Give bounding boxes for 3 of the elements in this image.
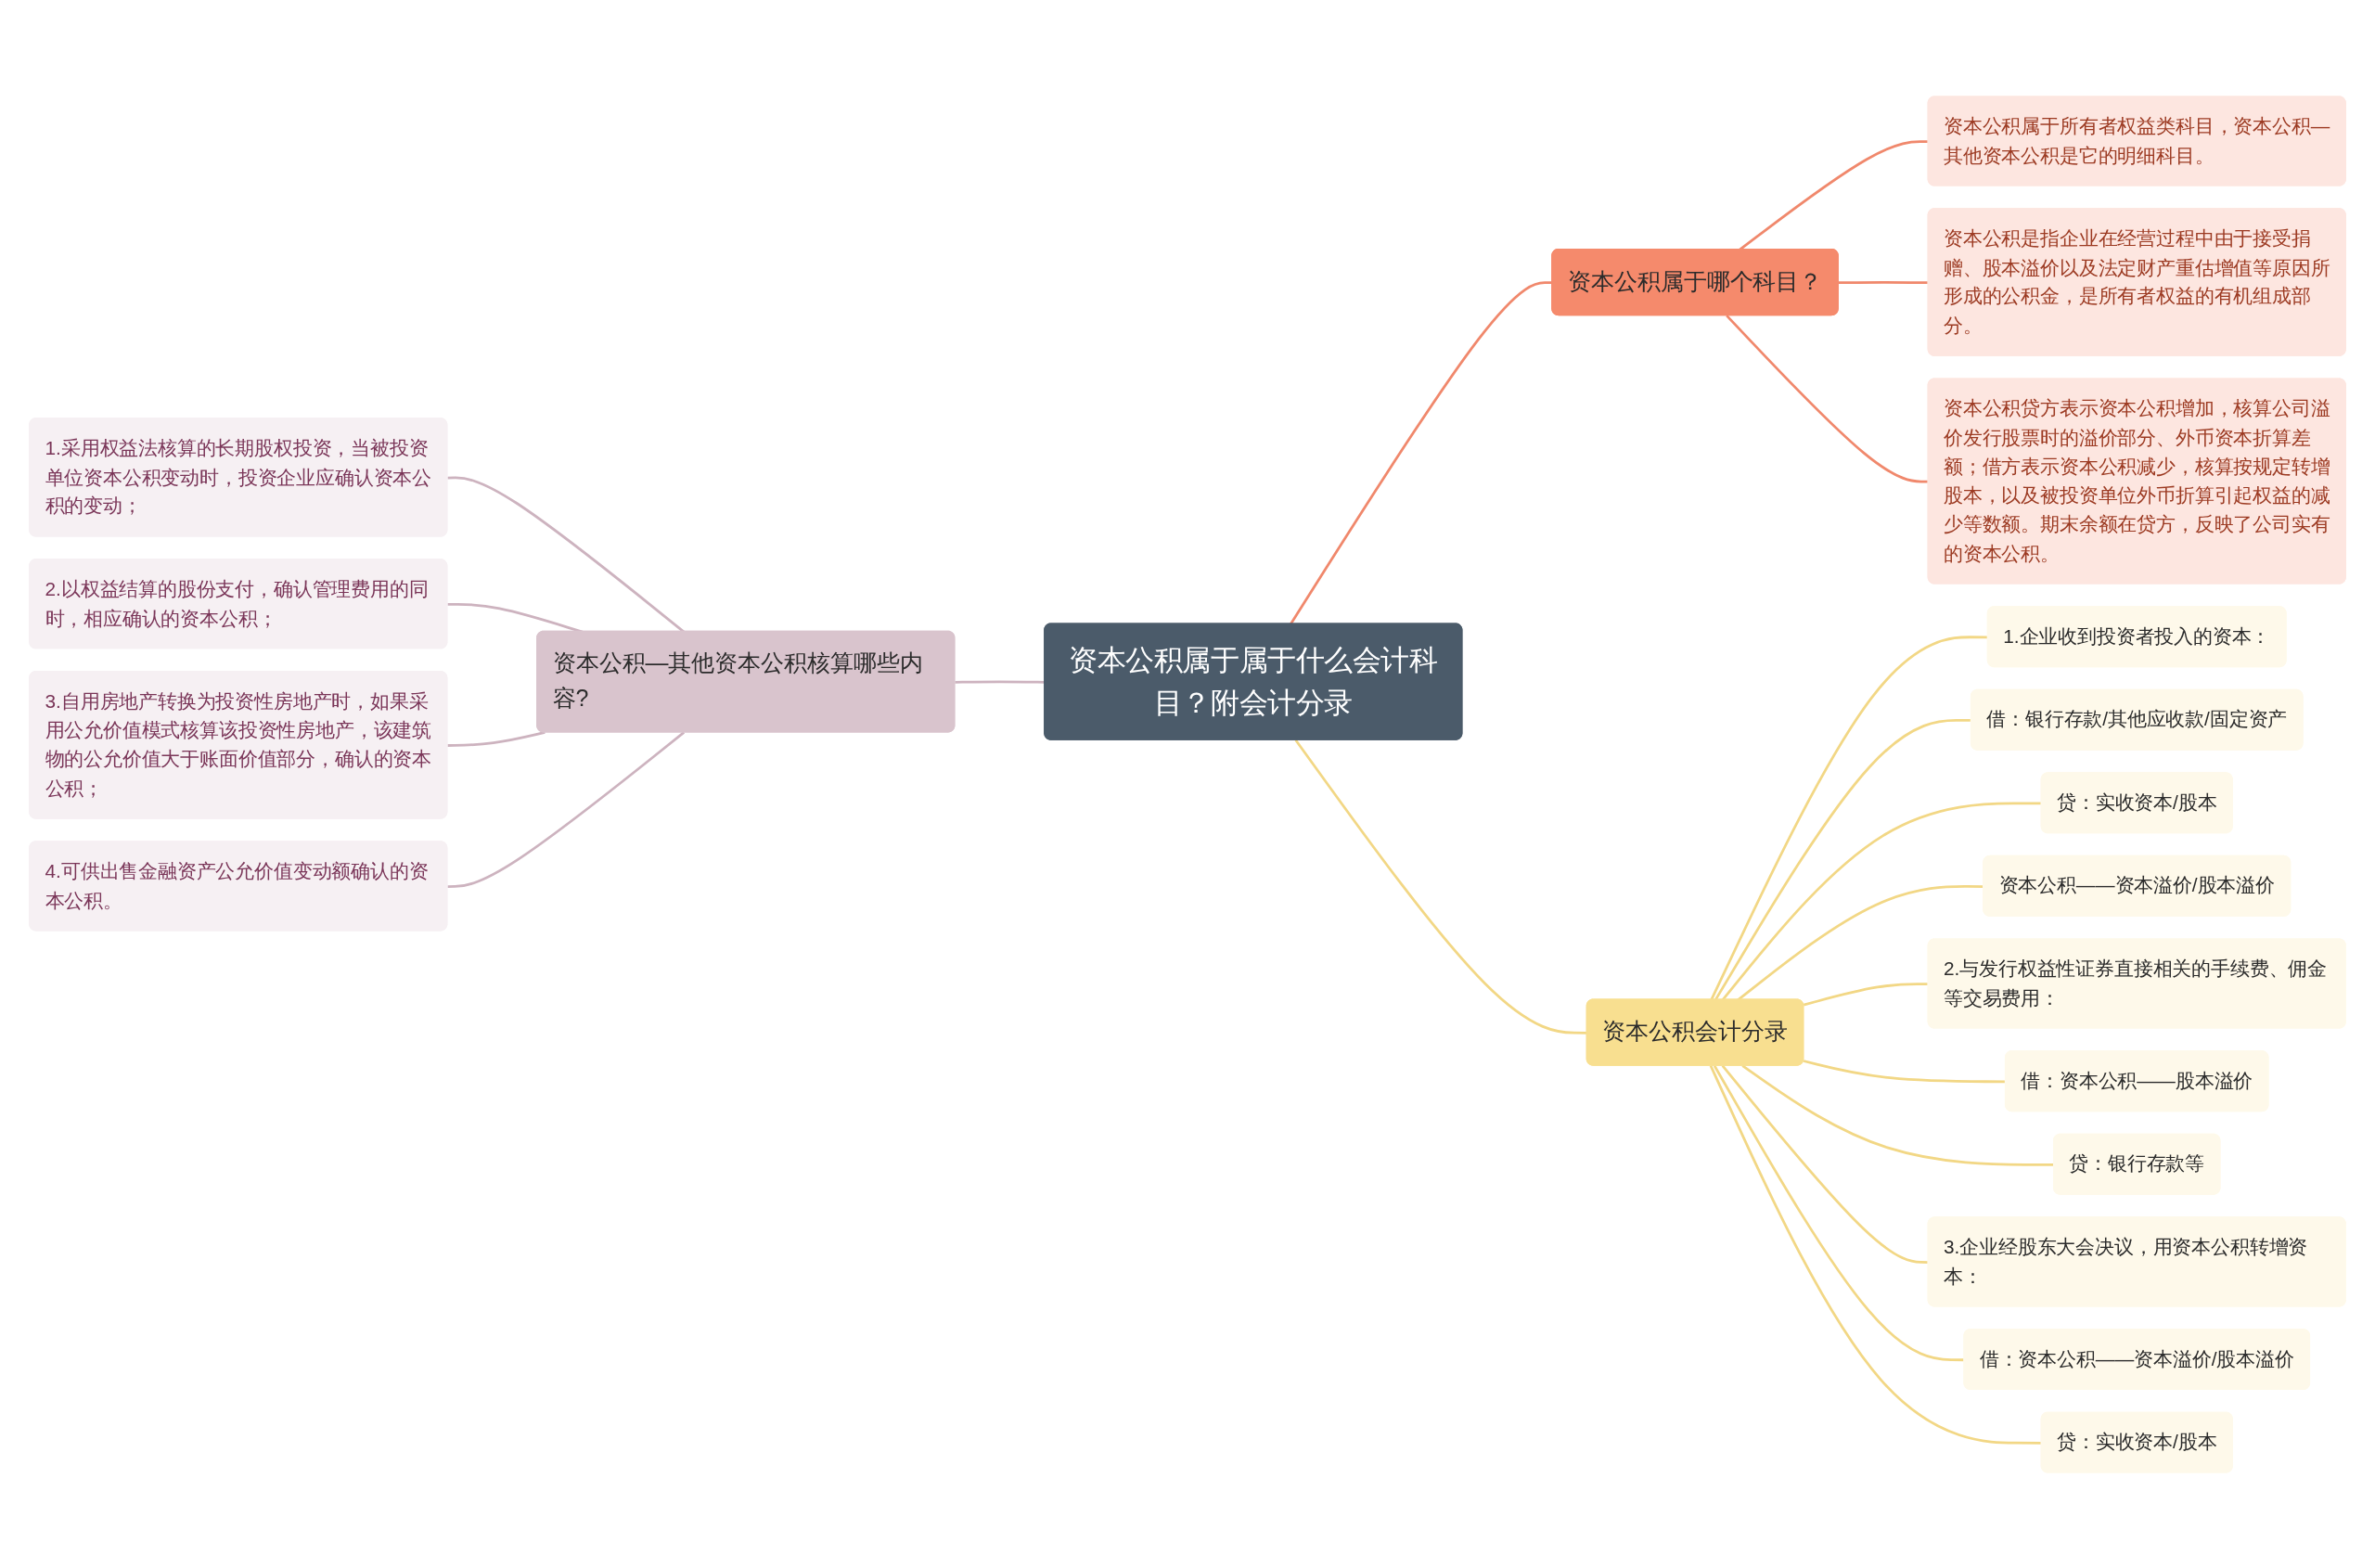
connector [447,730,686,888]
connector [1713,1064,1965,1361]
connector [447,730,546,747]
